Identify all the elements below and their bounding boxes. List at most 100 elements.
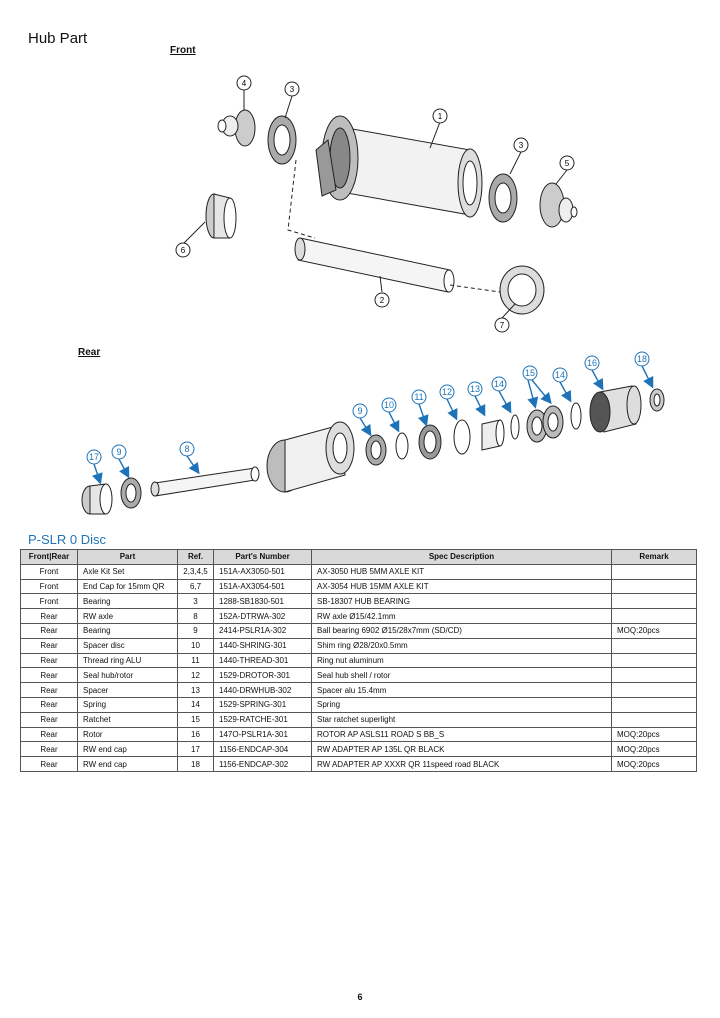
spacer-disc [395, 432, 409, 460]
rw-axle [150, 466, 260, 497]
rear-callout-17: 17 [86, 449, 102, 465]
cell-spec: Star ratchet superlight [311, 711, 612, 728]
cell-spec: RW ADAPTER AP 135L QR BLACK [311, 741, 612, 758]
cell-front-rear: Rear [20, 726, 78, 743]
rear-callout-16: 16 [584, 355, 600, 371]
cell-part-number: 1440-SHRING-301 [213, 637, 312, 654]
rear-callout-10: 10 [381, 397, 397, 413]
cell-part-number: 151A-AX3050-501 [213, 563, 312, 580]
cell-remark: MOQ:20pcs [611, 756, 697, 772]
cell-front-rear: Front [20, 578, 78, 595]
cell-front-rear: Rear [20, 622, 78, 639]
cell-remark [611, 637, 697, 654]
cell-remark [611, 682, 697, 698]
spacer-alu [481, 419, 505, 451]
rear-hub-diagram [81, 385, 665, 515]
rear-callout-14b: 14 [552, 367, 568, 383]
cell-ref: 10 [177, 637, 214, 654]
svg-text:4: 4 [242, 79, 247, 88]
rear-callout-14a: 14 [491, 376, 507, 392]
cell-spec: SB-18307 HUB BEARING [311, 593, 612, 610]
cell-remark [611, 563, 697, 580]
cell-ref: 16 [177, 726, 214, 743]
cell-spec: Spring [311, 696, 612, 713]
cell-part: Axle Kit Set [77, 563, 178, 580]
cell-part-number: 1156-ENDCAP-304 [213, 741, 312, 758]
cell-part-number: 1156-ENDCAP-302 [213, 756, 312, 772]
cell-part-number: 147O-PSLR1A-301 [213, 726, 312, 743]
svg-text:3: 3 [290, 85, 295, 94]
cell-remark [611, 711, 697, 728]
cell-ref: 13 [177, 682, 214, 698]
col-part: Part [77, 549, 178, 565]
seal-hub-rotor [453, 419, 471, 455]
front-callout-7: 7 [494, 317, 510, 333]
cell-spec: RW axle Ø15/42.1mm [311, 608, 612, 624]
cell-ref: 3 [177, 593, 214, 610]
cell-spec: Seal hub shell / rotor [311, 667, 612, 684]
cell-part-number: 1288-SB1830-501 [213, 593, 312, 610]
col-part-number: Part's Number [213, 549, 312, 565]
page-title: Hub Part [28, 30, 88, 47]
svg-text:14: 14 [494, 379, 504, 389]
rear-callout-8: 8 [179, 441, 195, 457]
svg-text:3: 3 [519, 141, 524, 150]
svg-text:9: 9 [357, 406, 362, 416]
end-cap-right [539, 182, 578, 228]
cell-remark [611, 593, 697, 610]
rear-bearing-right [365, 434, 387, 466]
table-header-row: Front|Rear Part Ref. Part's Number Spec … [20, 549, 697, 565]
svg-text:9: 9 [116, 447, 121, 457]
cell-front-rear: Rear [20, 652, 78, 669]
bearing-left [267, 115, 297, 165]
thread-ring [418, 424, 442, 460]
rw-end-cap-right [649, 388, 665, 412]
front-callout-1: 1 [432, 108, 448, 124]
svg-text:5: 5 [565, 159, 570, 168]
svg-text:1: 1 [438, 112, 443, 121]
cell-spec: ROTOR AP ASLS11 ROAD S BB_S [311, 726, 612, 743]
cell-part-number: 1529-DROTOR-301 [213, 667, 312, 684]
cell-part: End Cap for 15mm QR [77, 578, 178, 595]
cell-ref: 2,3,4,5 [177, 563, 214, 580]
front-callout-3a: 3 [284, 81, 300, 97]
cell-spec: RW ADAPTER AP XXXR QR 11speed road BLACK [311, 756, 612, 772]
cell-ref: 8 [177, 608, 214, 624]
svg-text:11: 11 [414, 392, 423, 402]
cell-front-rear: Rear [20, 696, 78, 713]
cell-part: Spring [77, 696, 178, 713]
cell-part-number: 1529-SPRING-301 [213, 696, 312, 713]
cell-front-rear: Rear [20, 682, 78, 698]
cell-part: Spacer disc [77, 637, 178, 654]
svg-text:15: 15 [525, 368, 535, 378]
svg-text:12: 12 [442, 387, 452, 397]
cell-spec: Ring nut aluminum [311, 652, 612, 669]
rear-bearing-left [120, 477, 142, 509]
cell-remark [611, 652, 697, 669]
end-cap-left [217, 109, 256, 147]
cell-ref: 6,7 [177, 578, 214, 595]
cell-spec: Ball bearing 6902 Ø15/28x7mm (SD/CD) [311, 622, 612, 639]
svg-text:16: 16 [587, 358, 597, 368]
cell-part: Seal hub/rotor [77, 667, 178, 684]
rear-callout-18: 18 [634, 351, 650, 367]
rear-callout-12: 12 [439, 384, 455, 400]
svg-text:18: 18 [637, 354, 647, 364]
cell-spec: Spacer alu 15.4mm [311, 682, 612, 698]
end-cap-15mm-right [499, 265, 545, 315]
front-callout-2: 2 [374, 292, 390, 308]
cell-part: Bearing [77, 622, 178, 639]
cell-front-rear: Rear [20, 637, 78, 654]
cell-part-number: 1440-THREAD-301 [213, 652, 312, 669]
svg-text:7: 7 [500, 321, 505, 330]
rear-hub-shell [266, 421, 355, 493]
cell-remark [611, 696, 697, 713]
cell-part: Rotor [77, 726, 178, 743]
svg-text:13: 13 [470, 384, 480, 394]
spring-2 [570, 402, 582, 430]
